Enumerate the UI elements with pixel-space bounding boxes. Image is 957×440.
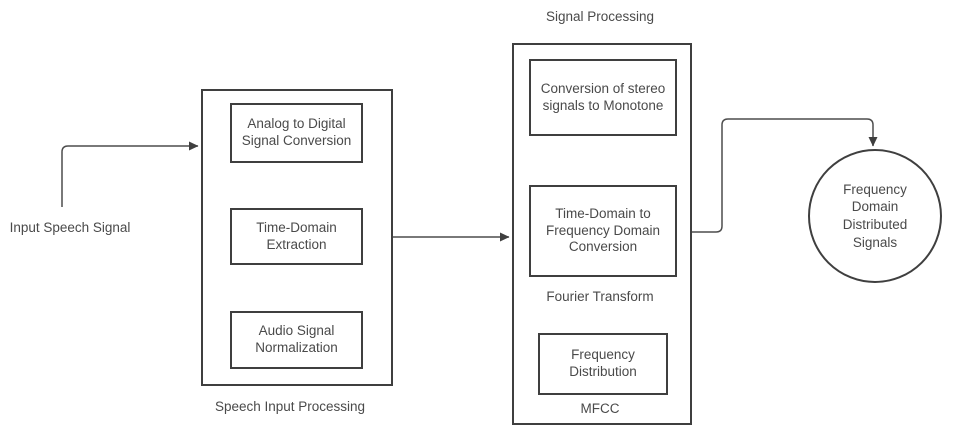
connector-stage2-to-output: [692, 118, 878, 233]
stereo-to-monotone-box: Conversion of stereo signals to Monotone: [529, 59, 677, 136]
time-domain-extraction-box: Time-Domain Extraction: [230, 208, 363, 265]
frequency-domain-output-label: Frequency Domain Distributed Signals: [842, 181, 908, 250]
input-speech-signal-label: Input Speech Signal: [9, 220, 131, 235]
speech-input-processing-caption: Speech Input Processing: [214, 399, 366, 414]
time-to-frequency-domain-box: Time-Domain to Frequency Domain Conversi…: [529, 185, 677, 277]
frequency-domain-output-circle: Frequency Domain Distributed Signals: [808, 149, 942, 283]
audio-signal-normalization-box: Audio Signal Normalization: [230, 311, 363, 369]
mfcc-caption: MFCC: [580, 401, 620, 416]
connector-input-arrow: [61, 141, 199, 207]
signal-processing-title: Signal Processing: [545, 9, 655, 24]
frequency-distribution-box: Frequency Distribution: [538, 333, 668, 395]
fourier-transform-caption: Fourier Transform: [546, 289, 654, 304]
analog-to-digital-box: Analog to Digital Signal Conversion: [230, 103, 363, 163]
